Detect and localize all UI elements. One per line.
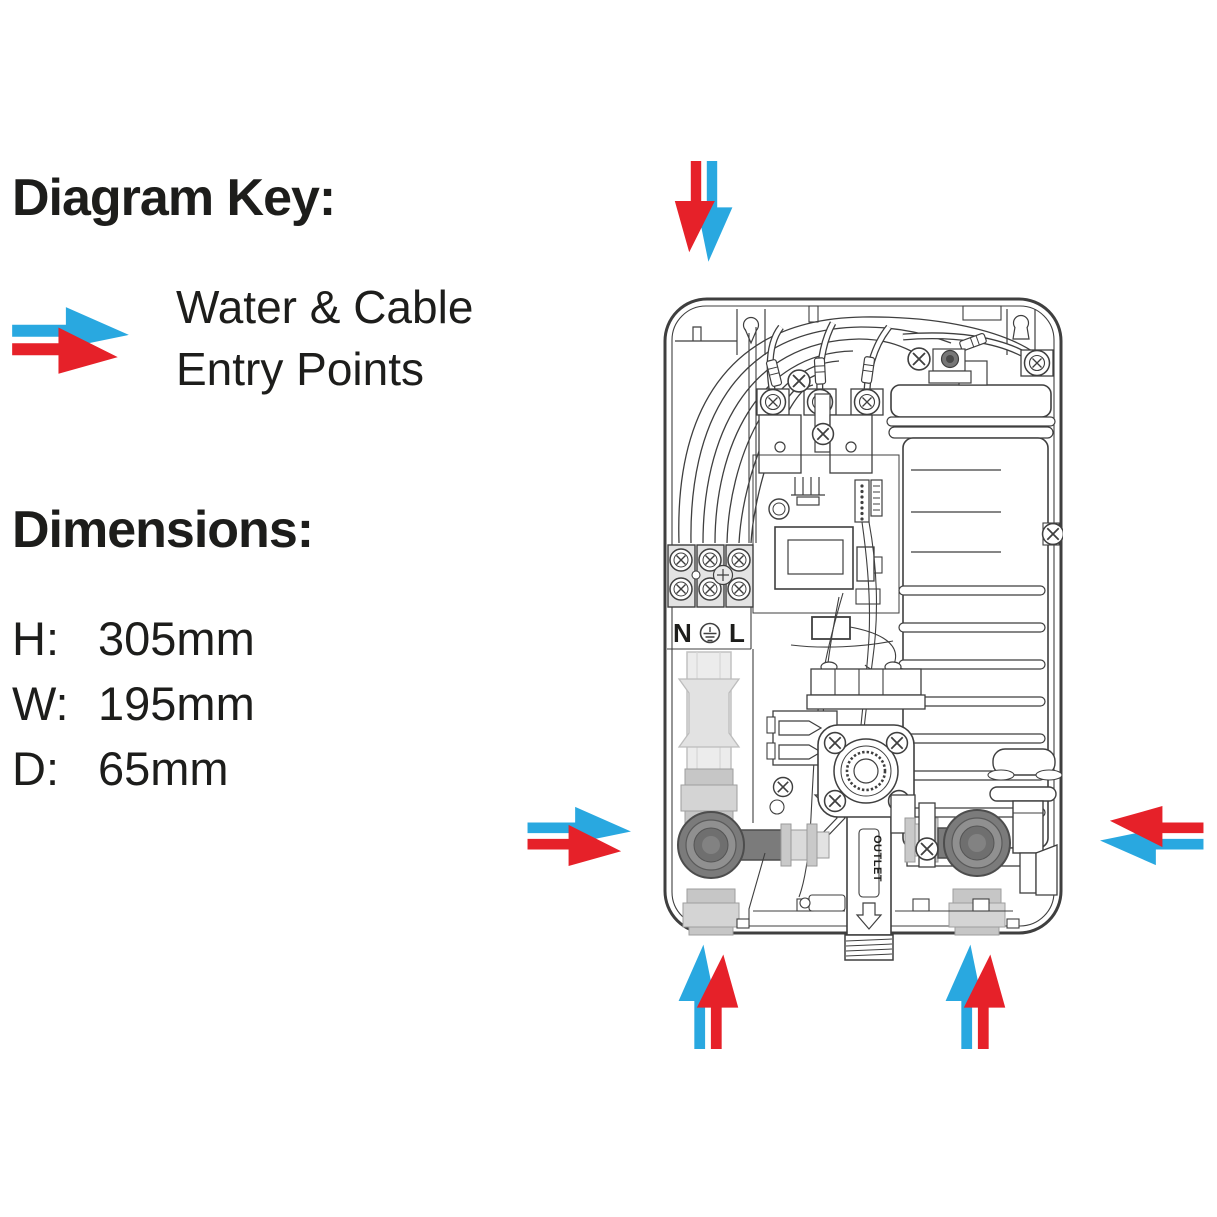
pressure-relief-valve [987, 748, 1063, 896]
terminal-labels: N L [667, 618, 751, 650]
inlet-pipe-left [677, 651, 741, 824]
dimension-label: W: [12, 677, 69, 730]
dimension-row-height: H: 305mm [12, 606, 255, 671]
mains-terminal-block [667, 544, 754, 608]
inner-panel-lines [748, 327, 757, 823]
entry-arrow-top-icon [674, 161, 733, 262]
diagram-key-label: Water & Cable Entry Points [176, 276, 473, 400]
chassis-bottom-details [736, 799, 1020, 929]
threaded-outlet [844, 934, 894, 961]
dimension-value: 195mm [98, 677, 255, 730]
outlet-direction-arrow-icon [855, 902, 883, 930]
flow-sensor [817, 724, 915, 818]
pin-connector [854, 479, 883, 523]
elbow-fitting-right [890, 794, 1011, 936]
water-heater-unit-diagram: N L [663, 297, 1063, 961]
key-label-line2: Entry Points [176, 343, 424, 395]
control-pcb [752, 454, 900, 640]
dimension-label: D: [12, 742, 59, 795]
dimension-row-width: W: 195mm [12, 671, 255, 736]
terminal-neutral-label: N [673, 618, 692, 648]
outlet-label-group: OUTLET [855, 828, 883, 930]
key-label-line1: Water & Cable [176, 281, 474, 333]
earth-lug-and-nut [928, 348, 1054, 384]
contactor-blocks [758, 393, 873, 506]
diagram-key-title: Diagram Key: [12, 169, 336, 227]
dimension-row-depth: D: 65mm [12, 736, 255, 801]
outlet-label: OUTLET [871, 835, 883, 882]
terminal-live-label: L [729, 618, 745, 648]
entry-arrow-left-icon [527, 806, 631, 866]
display-module [774, 526, 854, 590]
dimensions-list: H: 305mm W: 195mm D: 65mm [12, 606, 255, 801]
dimension-label: H: [12, 612, 59, 665]
earth-ground-icon [699, 622, 721, 644]
valve-assembly [806, 661, 926, 710]
elbow-fitting-left [677, 811, 830, 936]
dimension-value: 65mm [98, 742, 229, 795]
mounting-keyhole-right [1006, 309, 1036, 355]
mounting-keyhole-left [675, 309, 766, 355]
entry-arrow-right-icon [1100, 806, 1204, 866]
dimensions-title: Dimensions: [12, 501, 314, 559]
dimension-value: 305mm [98, 612, 255, 665]
water-cable-entry-arrow-icon [12, 307, 129, 374]
